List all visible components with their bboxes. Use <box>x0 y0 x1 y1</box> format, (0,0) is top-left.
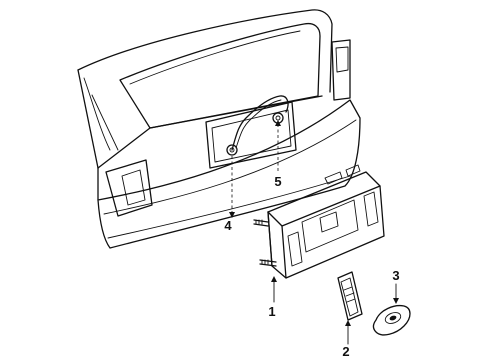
callout-3: 3 <box>392 268 399 283</box>
license-lamp-housing-part-1 <box>253 164 385 279</box>
callout-5: 5 <box>274 174 281 189</box>
leader-lines <box>229 120 399 345</box>
callout-1: 1 <box>268 304 275 319</box>
mounting-studs <box>253 219 277 267</box>
vehicle-rear-body <box>77 9 361 249</box>
lens-part-2 <box>337 271 363 321</box>
callout-4: 4 <box>224 218 232 233</box>
socket-4 <box>226 144 238 156</box>
callout-labels: 1 2 3 4 5 <box>224 174 399 359</box>
bulb-part-3 <box>372 304 411 336</box>
callout-2: 2 <box>342 344 349 359</box>
